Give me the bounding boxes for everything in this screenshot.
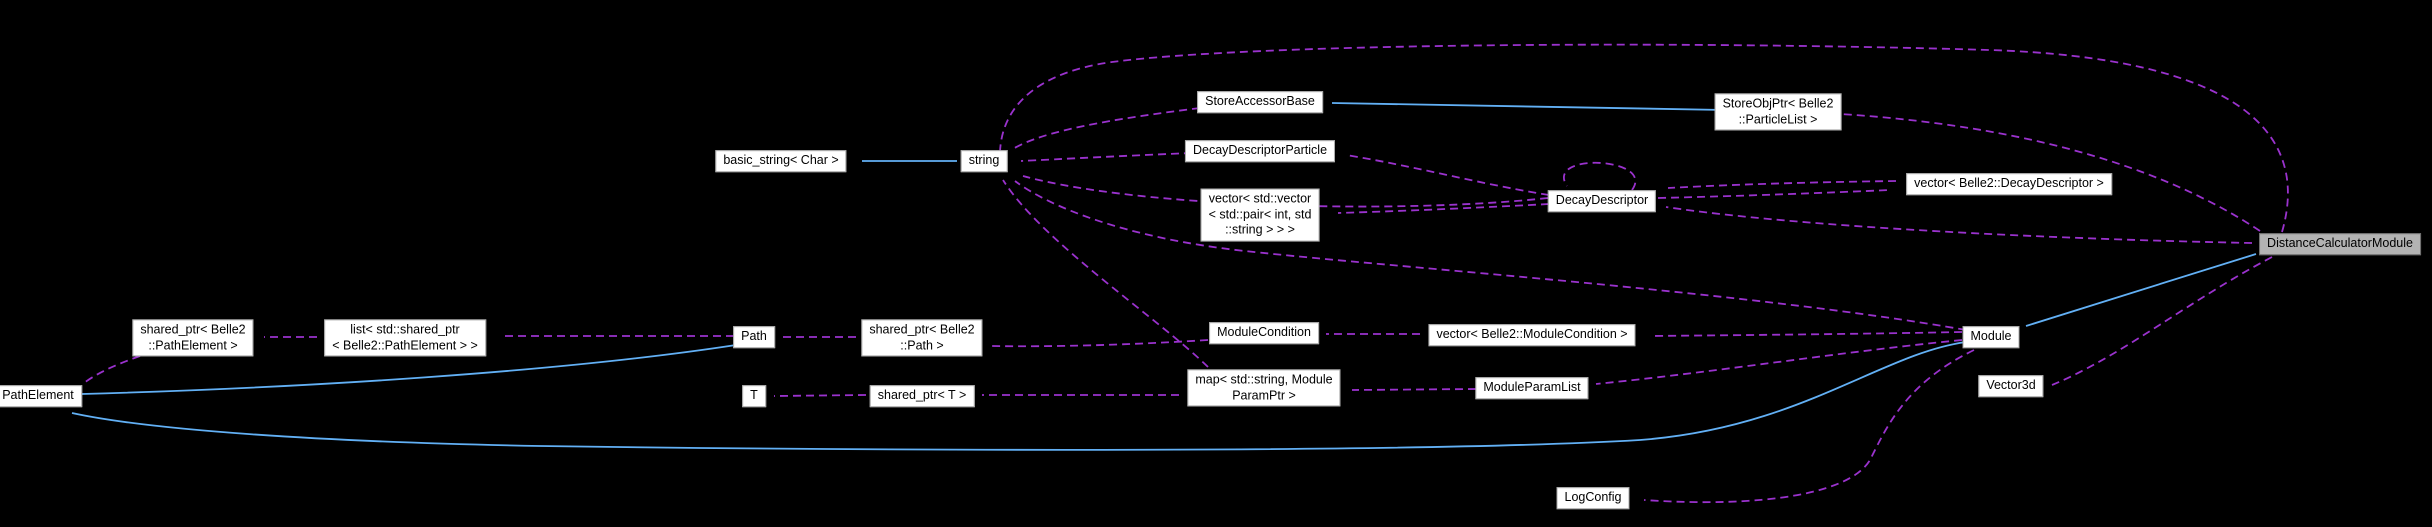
node-path[interactable]: Path [733,326,775,348]
node-list-shared-ptr[interactable]: list< std::shared_ptr < Belle2::PathElem… [324,319,486,357]
edge-distancecalculatormodule-storeobjptr [1839,113,2261,232]
node-basic-string[interactable]: basic_string< Char > [715,150,847,172]
node-t[interactable]: T [742,385,766,407]
edge-decaydescriptor-selfloop [1563,161,1637,191]
node-shared-ptr-path[interactable]: shared_ptr< Belle2 ::Path > [861,319,983,357]
edge-distancecalculatormodule-decaydescriptor [1665,206,2253,244]
node-decay-descriptor-particle[interactable]: DecayDescriptorParticle [1184,140,1336,162]
node-distance-calculator-module: DistanceCalculatorModule [2259,233,2421,255]
edge-decaydescriptor-vecvecpair [1337,203,1550,214]
node-vector-vector-pair[interactable]: vector< std::vector < std::pair< int, st… [1200,188,1320,242]
edge-decaydescriptor-decaydescriptorparticle [1345,154,1550,196]
node-decay-descriptor[interactable]: DecayDescriptor [1547,190,1657,212]
node-vector-module-condition[interactable]: vector< Belle2::ModuleCondition > [1428,324,1636,346]
edge-sharedptrpathelement-pathelement [83,355,141,384]
node-shared-ptr-path-element[interactable]: shared_ptr< Belle2 ::PathElement > [132,319,254,357]
edge-storeobjptr-storeaccessorbase [1331,102,1726,111]
edge-decaydescriptorparticle-string [1020,152,1193,162]
node-module-condition[interactable]: ModuleCondition [1209,322,1319,344]
node-store-obj-ptr[interactable]: StoreObjPtr< Belle2 ::ParticleList > [1714,93,1842,131]
node-shared-ptr-t[interactable]: shared_ptr< T > [869,385,975,407]
edge-module-string [1014,180,1967,331]
node-path-element[interactable]: PathElement [0,385,82,407]
edge-storeaccessorbase-string [1012,107,1201,150]
node-vector-decay-descriptor[interactable]: vector< Belle2::DecayDescriptor > [1906,173,2112,195]
edge-module-logconfig [1643,349,1975,504]
edge-distancecalculatormodule-string [999,43,2289,233]
node-module-param-list[interactable]: ModuleParamList [1475,377,1589,399]
edge-module-moduleparamlist [1595,339,1963,385]
edge-distancecalculatormodule-module [2025,253,2257,327]
node-store-accessor-base[interactable]: StoreAccessorBase [1197,91,1323,113]
edge-modulecondition-sharedptrpath [991,339,1209,348]
node-string[interactable]: string [960,150,1008,172]
node-vector3d[interactable]: Vector3d [1978,375,2044,397]
edge-sharedptrt-t [773,394,867,397]
edge-module-vecmodulecondition [1649,331,1963,337]
node-module[interactable]: Module [1962,326,2020,348]
edge-path-pathelement [81,344,737,395]
edge-decaydescriptor-vecdecaydescriptor [1657,189,1891,199]
edge-moduleparamlist-map [1351,388,1477,391]
edge-distancecalculatormodule-vector3d [2051,256,2273,386]
node-log-config[interactable]: LogConfig [1556,487,1630,509]
edge-map-string [1002,179,1209,368]
node-map-module-param[interactable]: map< std::string, Module ParamPtr > [1187,369,1341,407]
edge-vecdecaydescriptor-decaydescriptor [1667,180,1897,189]
edge-module-pathelement [71,341,1967,451]
